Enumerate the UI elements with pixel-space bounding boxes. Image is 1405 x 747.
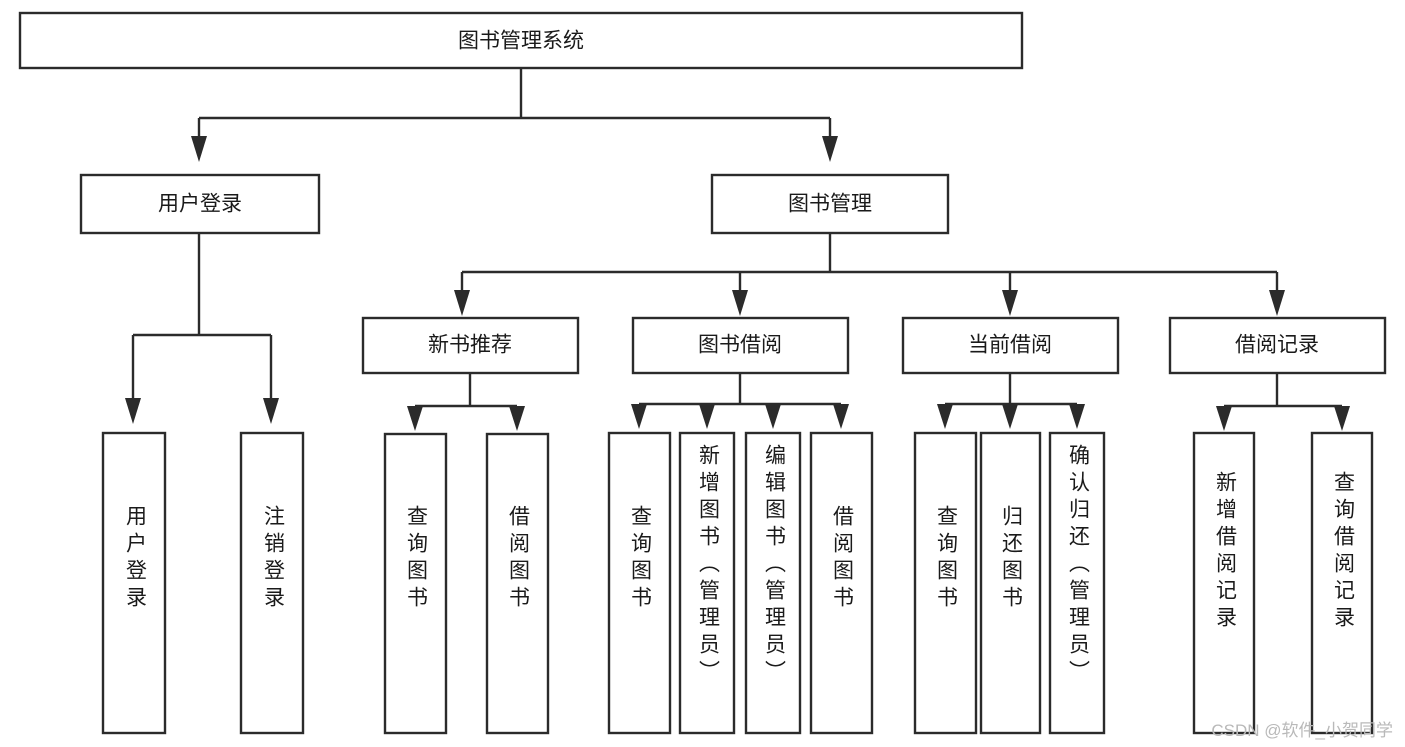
node-leaf-borrow-book-2[interactable]: 借阅图书	[809, 431, 874, 735]
node-leaf-return-book[interactable]: 归还图书	[979, 431, 1042, 735]
arrowhead-leaf-logout	[263, 398, 279, 424]
arrowhead-borrow-records	[1269, 290, 1285, 316]
node-leaf-edit-book-box[interactable]	[744, 431, 802, 735]
arrowhead-leaf-edit-book	[765, 404, 781, 429]
node-leaf-return-book-box[interactable]	[979, 431, 1042, 735]
arrowhead-book-borrow	[732, 290, 748, 316]
node-leaf-query-book-2-label: 查询图书	[628, 505, 652, 613]
node-leaf-add-record-label: 新增借阅记录	[1213, 471, 1237, 633]
node-leaf-edit-book-label: 编辑图书（管理员）	[762, 444, 786, 687]
node-leaf-query-record-box[interactable]	[1310, 431, 1374, 735]
node-leaf-query-book-1[interactable]: 查询图书	[383, 432, 448, 735]
node-leaf-logout-box[interactable]	[239, 431, 305, 735]
node-user-login-label: 用户登录	[158, 193, 242, 216]
node-leaf-borrow-book-2-box[interactable]	[809, 431, 874, 735]
node-leaf-query-book-3-label: 查询图书	[934, 505, 958, 613]
node-book-borrow[interactable]: 图书借阅	[631, 316, 850, 375]
node-leaf-borrow-book-1[interactable]: 借阅图书	[485, 432, 550, 735]
node-current-borrow[interactable]: 当前借阅	[901, 316, 1120, 375]
node-book-borrow-box[interactable]	[631, 316, 850, 375]
arrowhead-leaf-borrow-book-1	[509, 406, 525, 431]
node-leaf-query-book-1-box[interactable]	[383, 432, 448, 735]
node-leaf-add-book-label: 新增图书（管理员）	[696, 444, 720, 687]
node-root-box[interactable]	[18, 11, 1024, 70]
arrowhead-current-borrow	[1002, 290, 1018, 316]
node-current-borrow-box[interactable]	[901, 316, 1120, 375]
node-user-login[interactable]: 用户登录	[79, 173, 321, 235]
node-leaf-user-login-label: 用户登录	[123, 505, 147, 613]
node-leaf-user-login-box[interactable]	[101, 431, 167, 735]
node-leaf-borrow-book-1-box[interactable]	[485, 432, 550, 735]
node-leaf-borrow-book-1-label: 借阅图书	[506, 505, 530, 613]
node-leaf-add-record-box[interactable]	[1192, 431, 1256, 735]
node-leaf-query-book-2-box[interactable]	[607, 431, 672, 735]
arrowhead-leaf-query-book-2	[631, 404, 647, 429]
node-book-management-box[interactable]	[710, 173, 950, 235]
node-borrow-records-box[interactable]	[1168, 316, 1387, 375]
arrowhead-leaf-borrow-book-2	[833, 404, 849, 429]
node-leaf-add-book[interactable]: 新增图书（管理员）	[678, 431, 736, 735]
arrowhead-new-book-recommend	[454, 290, 470, 316]
node-leaf-confirm-return[interactable]: 确认归还（管理员）	[1048, 431, 1106, 735]
node-new-book-recommend[interactable]: 新书推荐	[361, 316, 580, 375]
node-root[interactable]: 图书管理系统	[18, 11, 1024, 70]
node-leaf-logout[interactable]: 注销登录	[239, 431, 305, 735]
node-current-borrow-label: 当前借阅	[968, 334, 1052, 357]
node-leaf-user-login[interactable]: 用户登录	[101, 431, 167, 735]
node-borrow-records-label: 借阅记录	[1235, 334, 1319, 357]
node-leaf-edit-book[interactable]: 编辑图书（管理员）	[744, 431, 802, 735]
node-book-management-label: 图书管理	[788, 193, 872, 216]
arrowhead-leaf-confirm-return	[1069, 404, 1085, 429]
arrowhead-leaf-query-record	[1334, 406, 1350, 431]
arrowhead-leaf-user-login	[125, 398, 141, 424]
arrowhead-leaf-query-book-1	[407, 406, 423, 431]
node-leaf-query-record[interactable]: 查询借阅记录	[1310, 431, 1374, 735]
arrowhead-leaf-query-book-3	[937, 404, 953, 429]
arrowhead-leaf-add-book	[699, 404, 715, 429]
node-new-book-recommend-box[interactable]	[361, 316, 580, 375]
node-leaf-logout-label: 注销登录	[261, 505, 285, 613]
node-leaf-borrow-book-2-label: 借阅图书	[830, 505, 854, 613]
node-leaf-query-record-label: 查询借阅记录	[1331, 471, 1355, 633]
node-leaf-confirm-return-label: 确认归还（管理员）	[1066, 444, 1090, 687]
node-book-management[interactable]: 图书管理	[710, 173, 950, 235]
arrowhead-book-management	[822, 136, 838, 162]
node-root-label: 图书管理系统	[458, 30, 584, 53]
node-leaf-query-book-1-label: 查询图书	[404, 505, 428, 613]
node-leaf-query-book-2[interactable]: 查询图书	[607, 431, 672, 735]
arrowhead-leaf-return-book	[1002, 404, 1018, 429]
node-leaf-return-book-label: 归还图书	[999, 505, 1023, 613]
node-borrow-records[interactable]: 借阅记录	[1168, 316, 1387, 375]
node-new-book-recommend-label: 新书推荐	[428, 334, 512, 357]
node-leaf-add-book-box[interactable]	[678, 431, 736, 735]
node-leaf-add-record[interactable]: 新增借阅记录	[1192, 431, 1256, 735]
arrowhead-user-login	[191, 136, 207, 162]
node-leaf-confirm-return-box[interactable]	[1048, 431, 1106, 735]
node-book-borrow-label: 图书借阅	[698, 334, 782, 357]
edges-layer	[125, 68, 1350, 431]
node-leaf-query-book-3[interactable]: 查询图书	[913, 431, 978, 735]
arrowhead-leaf-add-record	[1216, 406, 1232, 431]
node-user-login-box[interactable]	[79, 173, 321, 235]
node-leaf-query-book-3-box[interactable]	[913, 431, 978, 735]
